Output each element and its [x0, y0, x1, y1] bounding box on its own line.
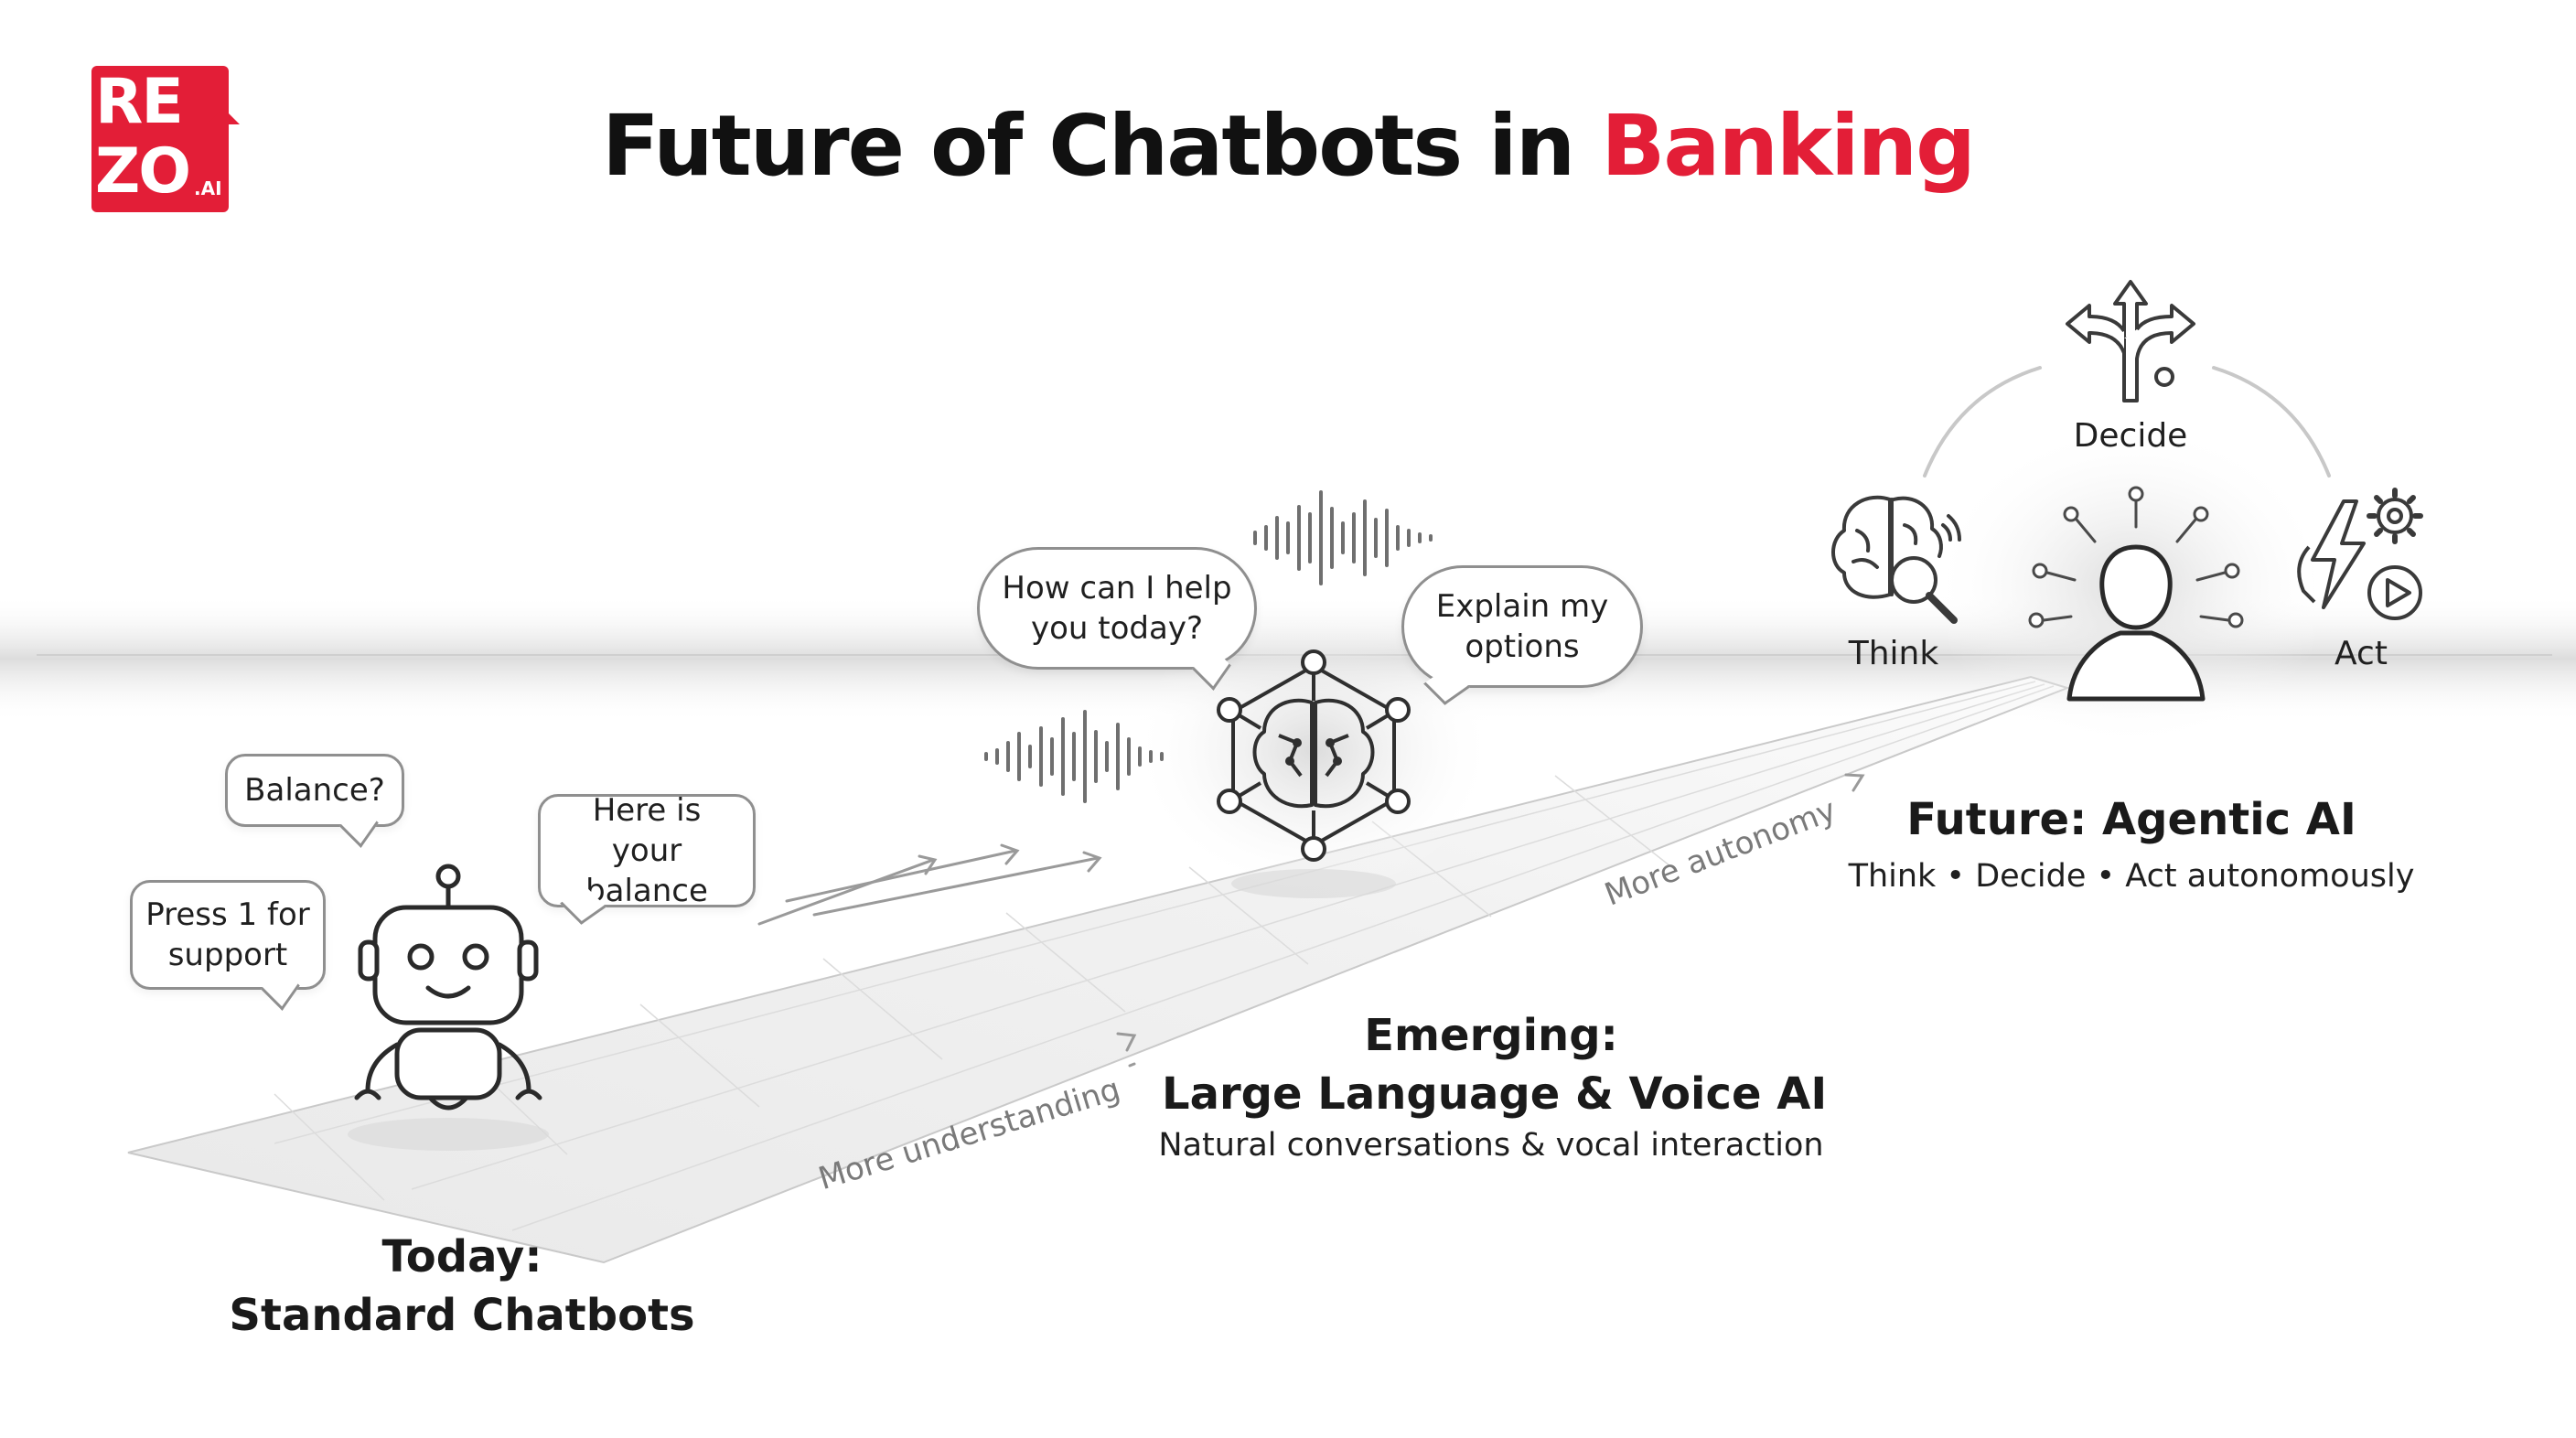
bubble-balance: Balance?	[225, 754, 404, 827]
step-decide-label: Decide	[2073, 417, 2188, 455]
bubble-help: How can I help you today?	[977, 547, 1257, 670]
logo-roof-shape	[207, 108, 240, 124]
future-label: Future: Agentic AI	[1906, 794, 2356, 845]
bubble-explain: Explain my options	[1401, 565, 1643, 688]
voice-waveform-icon-left	[984, 710, 1164, 803]
bubble-here-balance-text: Here is your balance	[585, 792, 708, 909]
page-title: Future of Chatbots in Banking	[0, 97, 2576, 195]
title-accent: Banking	[1601, 97, 1976, 195]
think-brain-search-icon	[1831, 495, 1961, 624]
today-label-line1: Today:	[381, 1231, 542, 1282]
bubble-press-support: Press 1 for support	[130, 880, 326, 990]
person-icon	[2028, 486, 2244, 702]
future-subtitle: Think • Decide • Act autonomously	[1848, 858, 2415, 895]
bubble-here-balance: Here is your balance	[538, 792, 756, 909]
bubble-help-text: How can I help you today?	[1002, 570, 1232, 647]
bubble-press-support-text: Press 1 for support	[145, 896, 310, 973]
rezo-logo[interactable]: RE ZO .AI	[91, 66, 240, 212]
step-think-label: Think	[1848, 635, 1939, 672]
step-act-label: Act	[2334, 635, 2388, 672]
bubble-balance-text: Balance?	[244, 772, 385, 809]
decide-arrows-icon	[2066, 280, 2195, 402]
agentic-cycle-arcs	[1923, 366, 2331, 478]
act-bolt-gear-icon	[2297, 488, 2423, 620]
emerging-label-line2: Large Language & Voice AI	[1162, 1068, 1828, 1120]
robot-icon	[354, 864, 542, 1111]
emerging-label-line1: Emerging:	[1364, 1010, 1618, 1061]
logo-text-suffix: .AI	[194, 177, 222, 199]
bubble-explain-text: Explain my options	[1435, 588, 1609, 665]
logo-text-line2: ZO	[95, 135, 191, 208]
voice-waveform-icon-top	[1253, 490, 1433, 585]
logo-text-line1: RE	[95, 66, 184, 138]
ai-brain-network-icon	[1217, 649, 1411, 862]
emerging-subtitle: Natural conversations & vocal interactio…	[1158, 1127, 1824, 1164]
today-label-line2: Standard Chatbots	[229, 1290, 695, 1341]
title-prefix: Future of Chatbots in	[601, 97, 1602, 195]
